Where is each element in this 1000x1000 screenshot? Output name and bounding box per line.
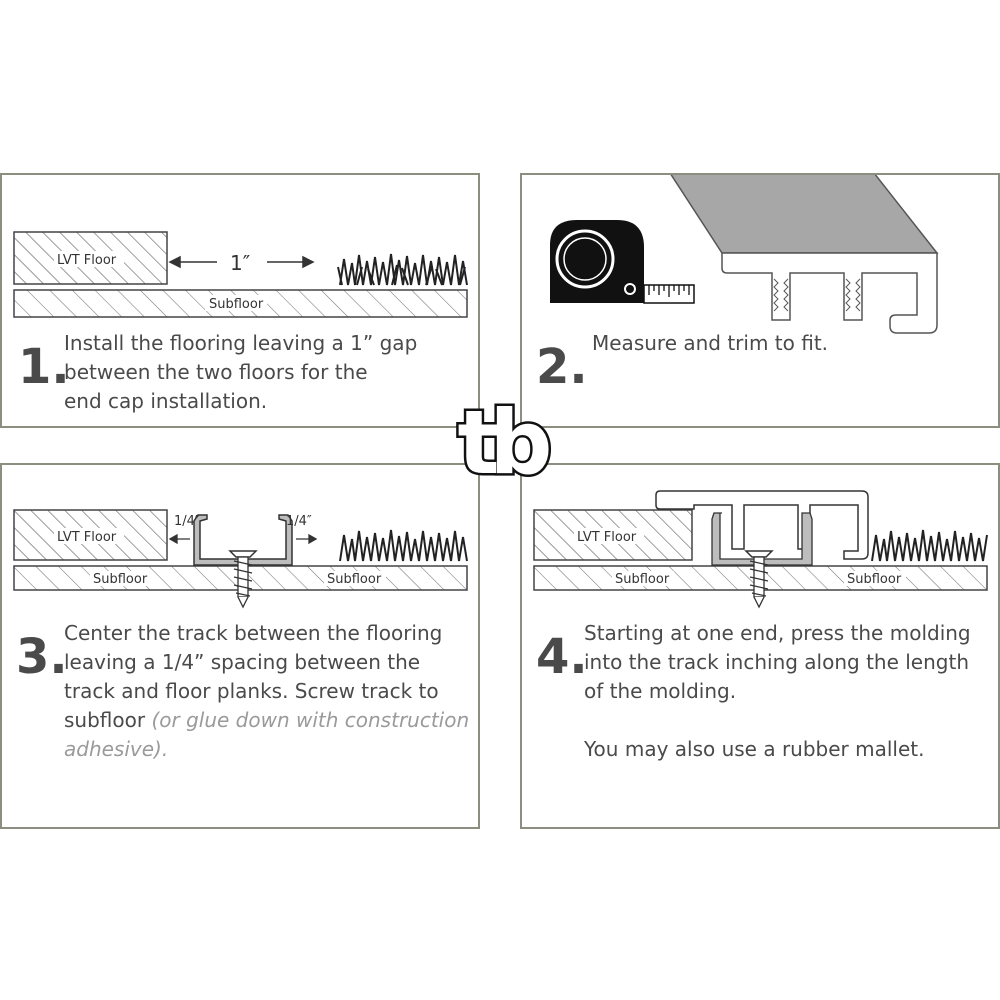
track [193, 514, 293, 566]
quarter-left-label: 1/4″ [174, 514, 200, 529]
screw-icon [228, 550, 258, 609]
screw-icon [744, 550, 774, 609]
step-3-description: Center the track between the flooring le… [64, 621, 470, 761]
subfloor-left-label: Subfloor [615, 572, 670, 587]
step-4-diagram: LVT Floor Subfloor Subfloor [533, 490, 988, 609]
lvt-floor-label: LVT Floor [57, 530, 117, 545]
gap-label: 1″ [230, 251, 250, 275]
step-1-description: Install the flooring leaving a 1” gap be… [64, 331, 418, 413]
svg-text:tb: tb [457, 395, 549, 494]
step-number: 3. [16, 629, 68, 685]
step-number: 4. [536, 629, 588, 685]
step-4-description: Starting at one end, press the molding i… [584, 621, 971, 761]
gap-arrow [168, 255, 315, 269]
step-3-diagram: LVT Floor Subfloor Subfloor 1/4″ 1/4″ [13, 509, 468, 609]
grass-carpet [337, 253, 468, 286]
spacing-arrows [168, 533, 318, 545]
step-3-panel: LVT Floor Subfloor Subfloor 1/4″ 1/4″ 3.… [0, 463, 480, 829]
end-cap-molding [670, 175, 939, 334]
subfloor-block [13, 289, 468, 318]
grass-carpet [339, 529, 468, 562]
step-4-panel: LVT Floor Subfloor Subfloor 4. Starting … [520, 463, 1000, 829]
tape-measure-icon [550, 220, 695, 304]
step-number: 1. [18, 339, 70, 395]
step-1-panel: LVT Floor Subfloor 1″ 1. Install the flo… [0, 173, 480, 428]
step-2-panel: 2. Measure and trim to fit. [520, 173, 1000, 428]
subfloor-right-label: Subfloor [327, 572, 382, 587]
subfloor-left-label: Subfloor [93, 572, 148, 587]
lvt-floor-label: LVT Floor [57, 253, 117, 268]
brand-logo: tb [455, 395, 560, 495]
grass-carpet [871, 529, 988, 562]
lvt-floor-label: LVT Floor [577, 530, 637, 545]
step-2-description: Measure and trim to fit. [592, 331, 829, 355]
step-1-diagram: LVT Floor Subfloor 1″ [13, 231, 468, 318]
subfloor-label: Subfloor [209, 297, 264, 312]
track [711, 512, 813, 566]
step-2-diagram [550, 175, 939, 334]
subfloor-right-label: Subfloor [847, 572, 902, 587]
step-number: 2. [536, 339, 588, 395]
end-cap-molding [655, 490, 869, 560]
quarter-right-label: 1/4″ [286, 514, 312, 529]
